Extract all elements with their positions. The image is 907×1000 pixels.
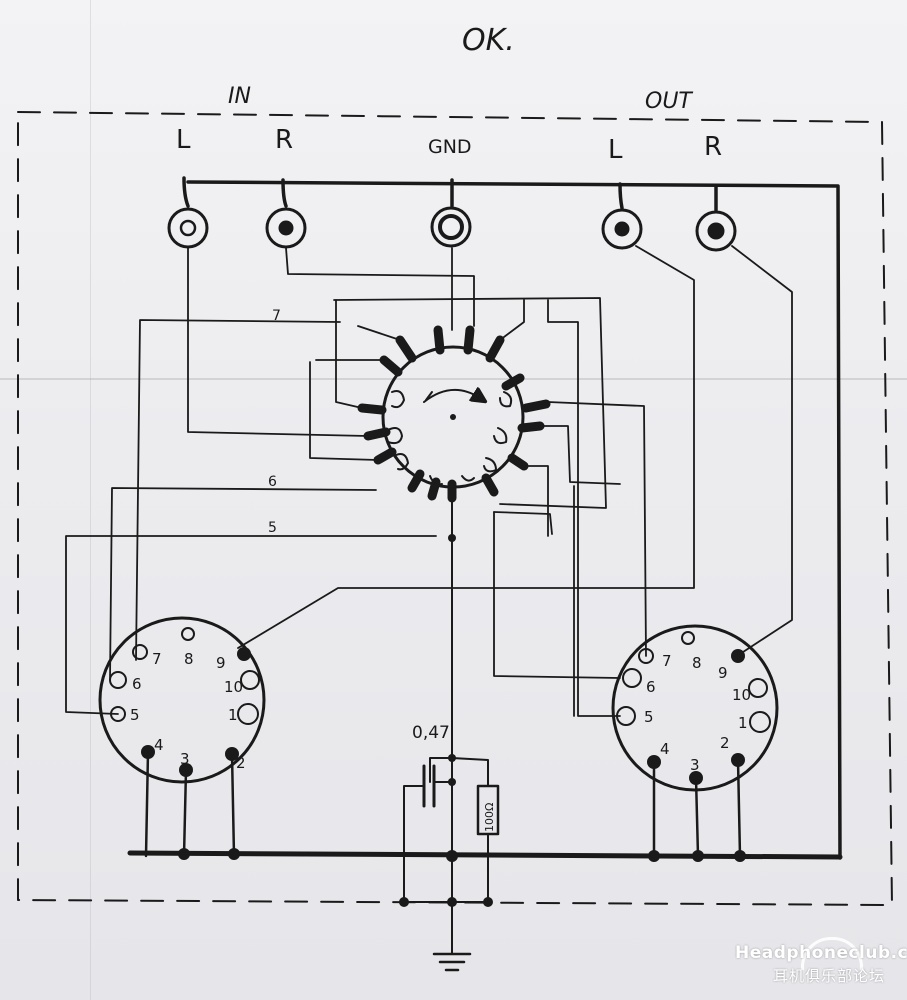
out-left-label: L: [608, 135, 623, 165]
center-junction: [448, 534, 456, 542]
left-pin3-drop: [182, 768, 188, 858]
rotary-selector-switch: [357, 325, 551, 503]
paper-fold-vertical: [90, 0, 91, 1000]
out-right-label: R: [704, 132, 722, 162]
watermark-logo-text: Headphoneclub.com: [735, 943, 907, 963]
out-label: OUT: [645, 89, 693, 114]
switch-wire-c: [309, 361, 379, 461]
left-pin-label-1: 1: [228, 706, 238, 724]
left-pin-label-5: 5: [130, 706, 140, 724]
capacitor-value: 0,47: [412, 723, 450, 743]
earth-ground-symbol: [432, 952, 472, 972]
left-pin-label-4: 4: [154, 736, 164, 754]
right-socket: [611, 624, 779, 792]
wire-in-right: [285, 247, 475, 327]
left-pin2-drop: [230, 752, 236, 858]
right-pin-label-3: 3: [690, 756, 700, 774]
right-pin-label-6: 6: [646, 678, 656, 696]
right-pin-label-5: 5: [644, 708, 654, 726]
capacitor: [403, 757, 453, 903]
right-pin2-drop: [736, 758, 742, 858]
right-pin3-drop: [694, 776, 700, 858]
switch-wire-e: [333, 297, 607, 509]
left-pin-label-8: 8: [184, 650, 194, 668]
right-pin-label-2: 2: [720, 734, 730, 752]
top-ground-bus: [186, 180, 842, 860]
wire-5-label: 5: [268, 520, 277, 536]
right-pin-label-10: 10: [732, 686, 751, 704]
right-pin-label-1: 1: [738, 714, 748, 732]
switch-wire-f: [499, 299, 525, 341]
wire-out-left: [237, 245, 695, 649]
left-pin-label-6: 6: [132, 675, 142, 693]
wire-in-left: [187, 247, 369, 437]
gnd-label: GND: [428, 136, 472, 158]
watermark: Headphoneclub.com 耳机俱乐部论坛: [735, 943, 907, 986]
switch-wire-l: [493, 511, 621, 679]
in-label: IN: [228, 84, 251, 109]
left-pin-label-9: 9: [216, 654, 226, 672]
in-right-label: R: [275, 125, 293, 155]
left-pin-label-3: 3: [180, 750, 190, 768]
switch-wire-b: [357, 325, 401, 341]
jack-in-left: [167, 176, 209, 249]
switch-wire-i: [539, 425, 621, 485]
switch-wire-h: [547, 401, 647, 657]
bottom-ground-bus: [127, 850, 843, 860]
paper-fold-horizontal: [0, 378, 907, 380]
switch-wire-a: [335, 299, 363, 409]
wire-6: [109, 487, 377, 681]
resistor-value: 100Ω: [483, 803, 496, 832]
wire-5: [65, 535, 437, 715]
enclosure-outline: [17, 111, 893, 906]
in-left-label: L: [176, 125, 191, 155]
right-pin-label-7: 7: [662, 652, 672, 670]
watermark-subtitle: 耳机俱乐部论坛: [772, 967, 885, 985]
left-pin-label-7: 7: [152, 650, 162, 668]
jack-ground: [430, 178, 472, 248]
wire-out-right: [731, 245, 793, 655]
wire-7-label: 7: [272, 308, 281, 324]
cap-junction: [448, 778, 456, 786]
right-pin-label-9: 9: [718, 664, 728, 682]
switch-wire-g: [547, 299, 621, 717]
chassis-junctions: [399, 897, 493, 907]
wire-7: [135, 319, 341, 661]
right-pin-label-8: 8: [692, 654, 702, 672]
wire-6-label: 6: [268, 474, 277, 490]
jack-out-right: [695, 184, 737, 252]
ok-note: OK.: [462, 23, 515, 58]
left-pin4-drop: [144, 750, 150, 858]
cap-res-junction: [448, 754, 456, 762]
jack-in-right: [265, 178, 307, 249]
left-pin-label-10: 10: [224, 678, 243, 696]
switch-wire-j: [523, 465, 549, 537]
jack-out-left: [601, 182, 643, 250]
left-pin-label-2: 2: [236, 754, 246, 772]
right-pin-label-4: 4: [660, 740, 670, 758]
resistor: 100Ω: [451, 757, 500, 903]
switch-wire-k: [493, 511, 553, 535]
